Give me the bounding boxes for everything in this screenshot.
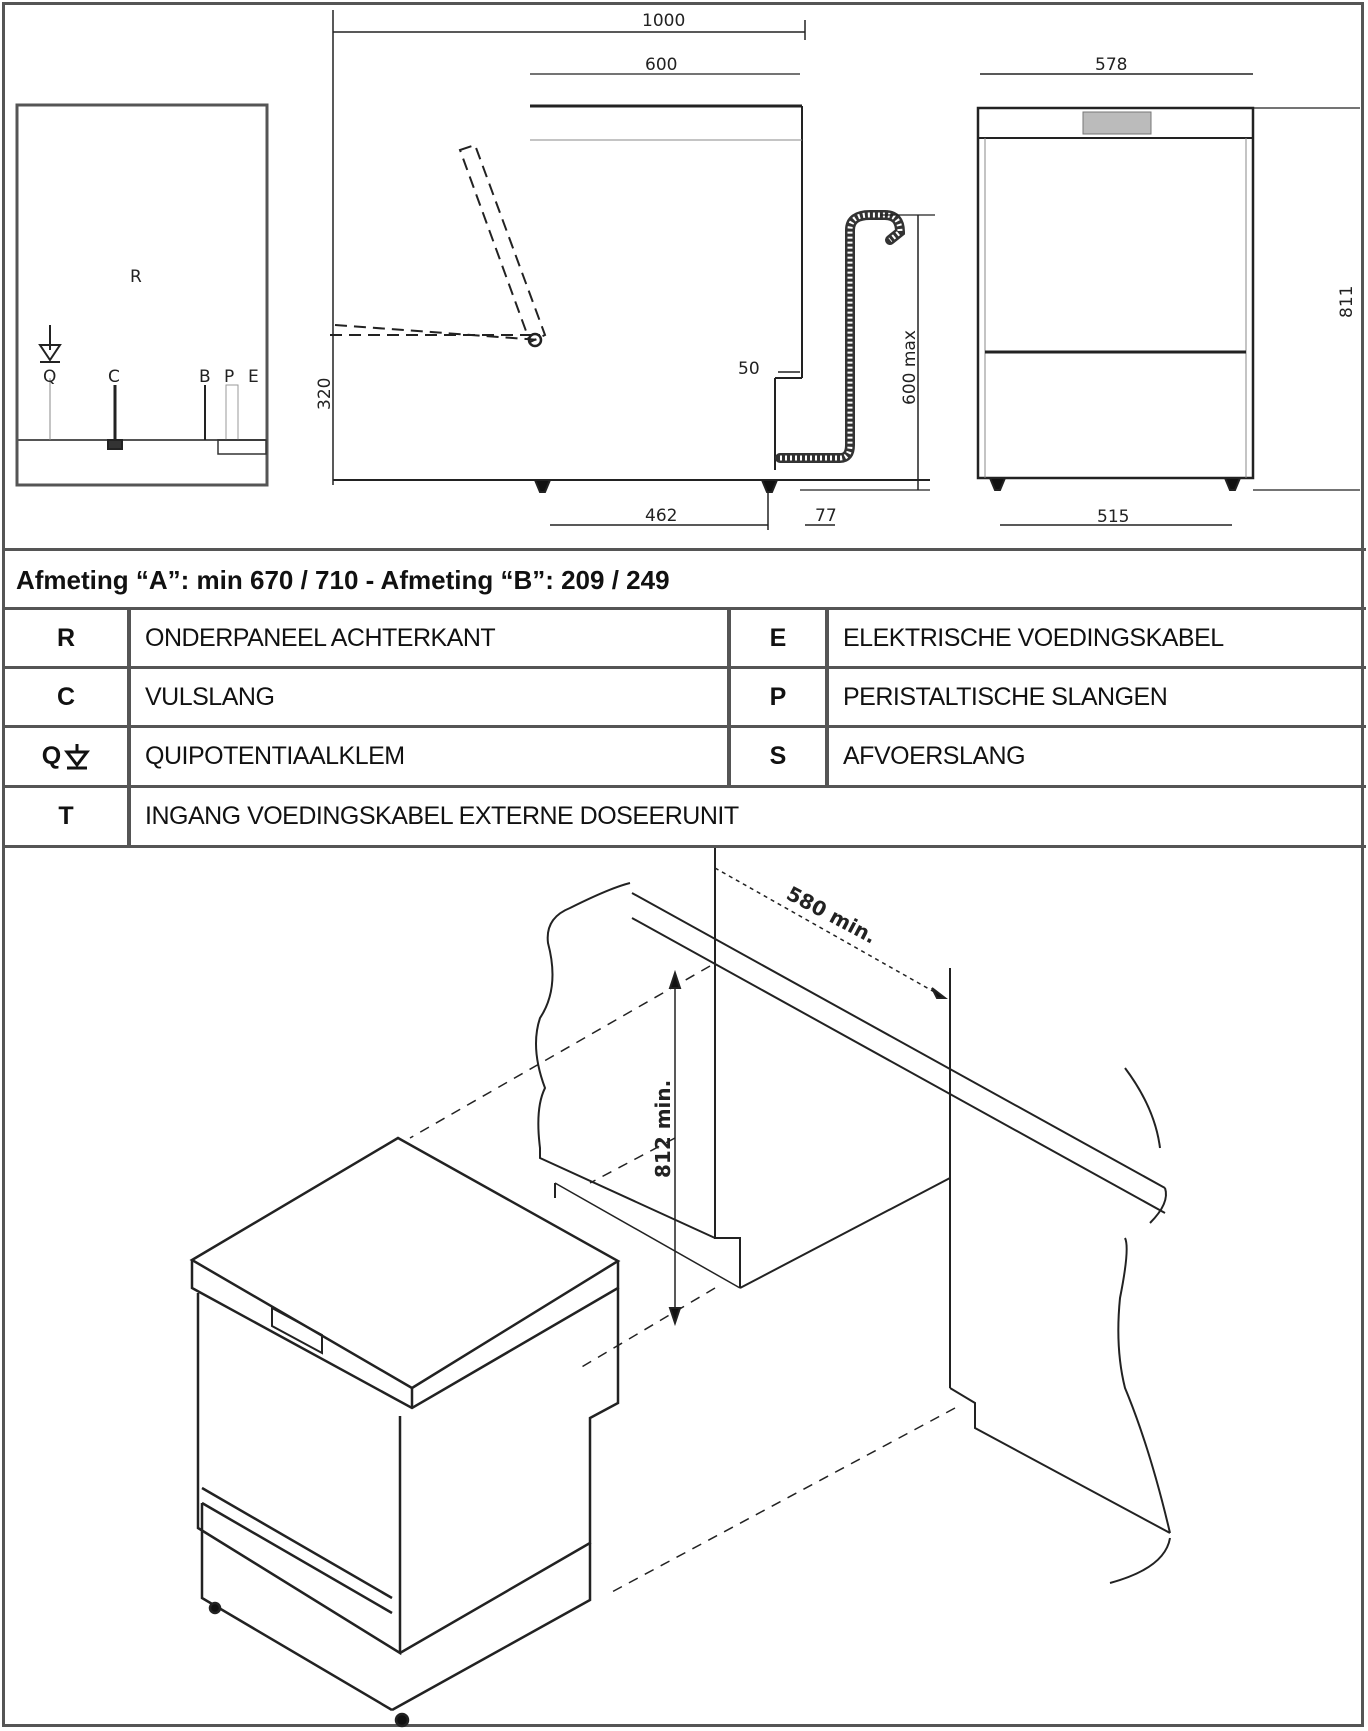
column-divider xyxy=(825,608,829,786)
dimension-note: Afmeting “A”: min 670 / 710 - Afmeting “… xyxy=(16,565,670,595)
legend-code: T xyxy=(58,802,74,830)
conn-label-e: E xyxy=(248,367,259,387)
conn-label-c: C xyxy=(108,367,120,387)
dim-min-height: 812 min. xyxy=(651,1080,675,1178)
conn-label-p: P xyxy=(224,367,234,387)
legend-code: S xyxy=(769,742,787,770)
column-divider xyxy=(727,608,731,786)
dim-drain-offset: 77 xyxy=(815,506,837,526)
column-divider xyxy=(127,608,131,846)
divider xyxy=(2,845,1366,848)
legend-code: E xyxy=(769,623,787,652)
divider xyxy=(2,666,1366,669)
installation-drawing: 580 min. 812 min. xyxy=(189,848,1171,1728)
legend-code: C xyxy=(56,682,76,711)
dim-foot-span-side: 462 xyxy=(645,506,677,526)
divider xyxy=(2,785,1366,788)
conn-label-q: Q xyxy=(43,367,56,387)
divider xyxy=(2,548,1366,551)
dim-overall-width: 1000 xyxy=(642,11,685,31)
legend-code: P xyxy=(769,682,787,711)
legend-description: INGANG VOEDINGSKABEL EXTERNE DOSEERUNIT xyxy=(145,802,739,830)
conn-label-b: B xyxy=(199,367,211,387)
dim-step: 50 xyxy=(738,359,760,379)
legend-code: Q xyxy=(5,728,127,785)
rear-view-panel xyxy=(15,103,269,487)
ground-icon xyxy=(64,743,91,769)
dim-door-height: 320 xyxy=(315,378,335,410)
legend-description: ONDERPANEEL ACHTERKANT xyxy=(145,623,496,652)
legend-description: AFVOERSLANG xyxy=(843,742,1026,770)
divider xyxy=(2,607,1366,610)
dishwasher-illustration xyxy=(189,1136,621,1728)
dim-height: 811 xyxy=(1337,286,1357,318)
rear-panel-label: R xyxy=(130,267,142,287)
technical-drawing: R Q C B P E 1000 600 320 50 600 max 462 … xyxy=(15,10,1360,530)
dim-foot-span-front: 515 xyxy=(1097,507,1129,527)
dim-top-width: 578 xyxy=(1095,55,1127,75)
dim-drain-height: 600 max xyxy=(900,330,920,405)
legend-description: PERISTALTISCHE SLANGEN xyxy=(843,682,1168,711)
legend-description: ELEKTRISCHE VOEDINGSKABEL xyxy=(843,623,1224,652)
dim-min-depth: 580 min. xyxy=(783,881,881,948)
divider xyxy=(2,725,1366,728)
legend-description: VULSLANG xyxy=(145,682,275,711)
legend-description: QUIPOTENTIAALKLEM xyxy=(145,742,405,770)
dim-body-width: 600 xyxy=(645,55,677,75)
front-view-body xyxy=(976,106,1255,480)
legend-code: R xyxy=(56,623,76,652)
